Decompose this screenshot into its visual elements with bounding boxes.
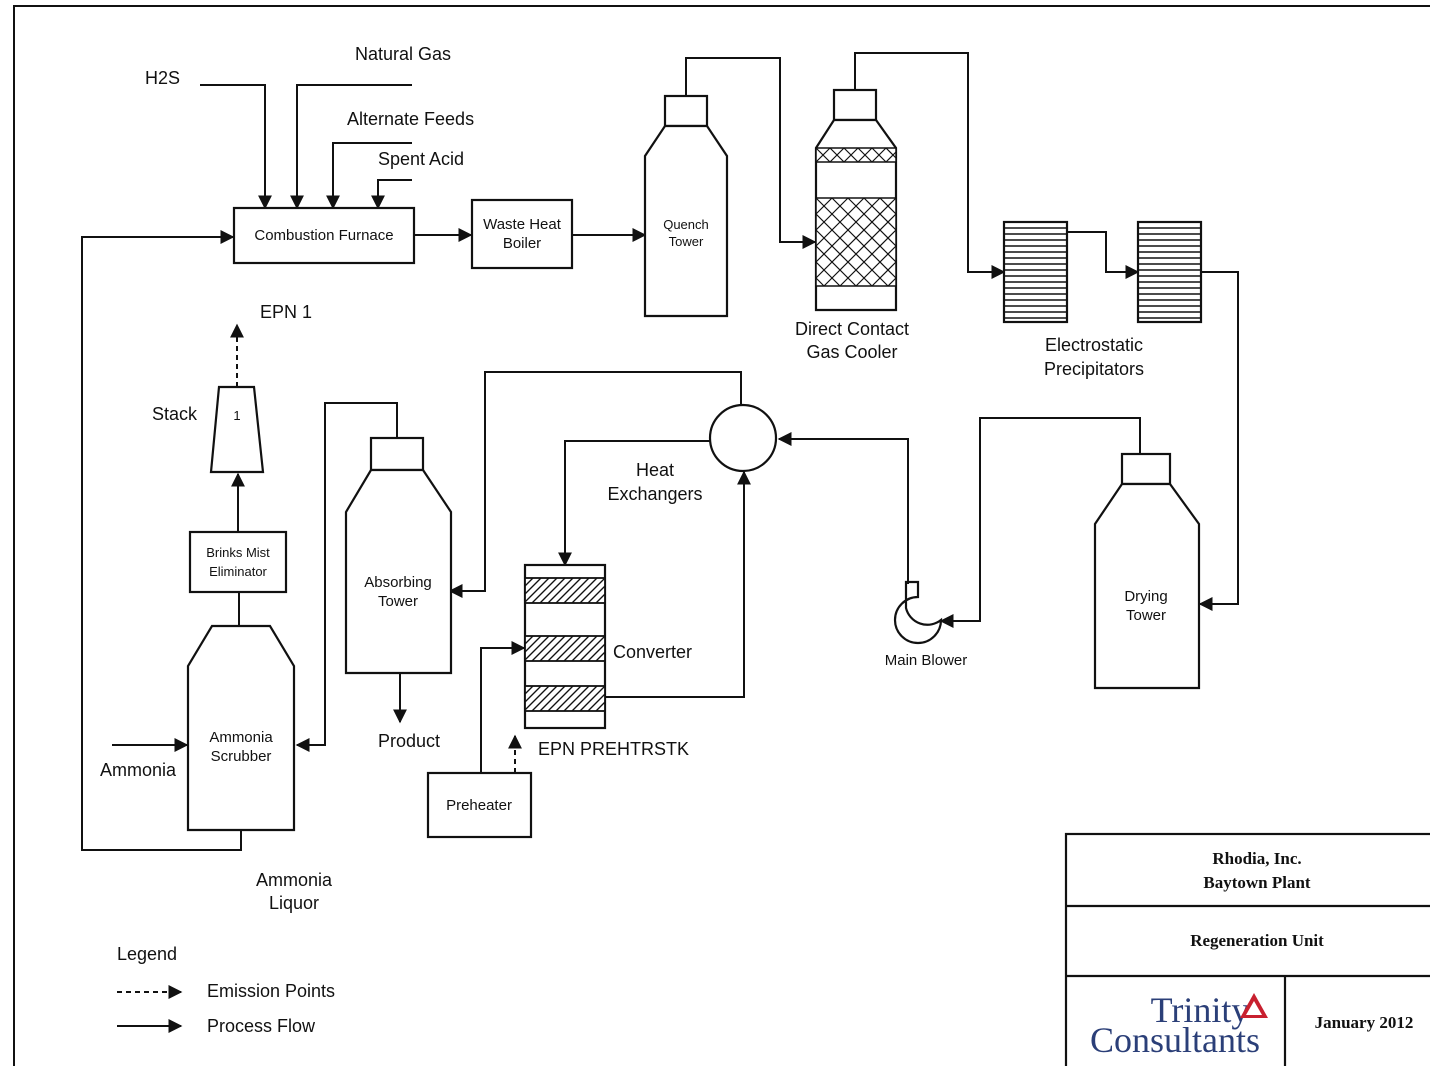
feed-lines bbox=[200, 84, 412, 210]
stack-label: Stack bbox=[152, 404, 198, 424]
ammonia-scrubber-label-1: Ammonia bbox=[209, 729, 273, 746]
stack-number-label: 1 bbox=[233, 408, 240, 423]
natural-gas-label: Natural Gas bbox=[355, 44, 451, 64]
logo-trinity: Trinity bbox=[1151, 990, 1250, 1030]
legend-emission-points-label: Emission Points bbox=[207, 981, 335, 1001]
brinks-mist-eliminator-label-2: Eliminator bbox=[209, 564, 267, 579]
electrostatic-precipitators-label-1: Electrostatic bbox=[1045, 335, 1143, 355]
quench-tower bbox=[643, 94, 729, 318]
heat-exchanger bbox=[708, 403, 778, 473]
alternate-feeds-label: Alternate Feeds bbox=[347, 109, 474, 129]
h2s-label: H2S bbox=[145, 68, 180, 88]
waste-heat-boiler-label-2: Boiler bbox=[503, 235, 541, 252]
drying-tower-label-2: Tower bbox=[1126, 607, 1166, 624]
ammonia-scrubber-label-2: Scrubber bbox=[211, 748, 272, 765]
absorbing-tower-label-1: Absorbing bbox=[364, 574, 432, 591]
waste-heat-boiler bbox=[470, 198, 574, 270]
title-block-plant: Baytown Plant bbox=[1203, 873, 1311, 892]
electrostatic-precipitators-label-2: Precipitators bbox=[1044, 359, 1144, 379]
electrostatic-precipitator-2 bbox=[1136, 220, 1203, 324]
stack bbox=[209, 385, 265, 474]
heat-exchangers-label-1: Heat bbox=[636, 460, 674, 480]
ammonia-liquor-label-2: Liquor bbox=[269, 893, 319, 913]
preheater-label: Preheater bbox=[446, 797, 512, 814]
quench-tower-label-2: Tower bbox=[669, 234, 704, 249]
title-block: Rhodia, Inc. Baytown Plant Regeneration … bbox=[1064, 832, 1430, 1066]
main-blower-label: Main Blower bbox=[885, 652, 968, 669]
absorbing-tower-label-2: Tower bbox=[378, 593, 418, 610]
product-label: Product bbox=[378, 731, 440, 751]
epn1-label: EPN 1 bbox=[260, 302, 312, 322]
heat-exchangers-label-2: Exchangers bbox=[607, 484, 702, 504]
absorbing-tower bbox=[344, 436, 453, 675]
main-blower bbox=[893, 580, 943, 645]
drying-tower bbox=[1093, 452, 1201, 690]
spent-acid-label: Spent Acid bbox=[378, 149, 464, 169]
title-block-company: Rhodia, Inc. bbox=[1212, 849, 1301, 868]
ammonia-scrubber bbox=[186, 624, 296, 832]
quench-tower-label-1: Quench bbox=[663, 217, 709, 232]
title-block-date: January 2012 bbox=[1315, 1013, 1414, 1032]
brinks-mist-eliminator bbox=[188, 530, 288, 594]
title-block-unit: Regeneration Unit bbox=[1190, 931, 1324, 950]
legend: Legend Emission Points Process Flow bbox=[117, 944, 335, 1036]
ammonia-liquor-label-1: Ammonia bbox=[256, 870, 333, 890]
converter-label: Converter bbox=[613, 642, 692, 662]
logo-consultants: Consultants bbox=[1090, 1020, 1260, 1060]
preheater bbox=[426, 771, 533, 839]
ammonia-feed-label: Ammonia bbox=[100, 760, 177, 780]
combustion-furnace-label: Combustion Furnace bbox=[254, 227, 393, 244]
electrostatic-precipitator-1 bbox=[1002, 220, 1069, 324]
direct-contact-gas-cooler bbox=[814, 88, 898, 312]
converter bbox=[523, 563, 607, 730]
waste-heat-boiler-label-1: Waste Heat bbox=[483, 216, 562, 233]
page-border bbox=[13, 5, 1430, 1066]
direct-contact-gas-cooler-label-2: Gas Cooler bbox=[806, 342, 897, 362]
drying-tower-label-1: Drying bbox=[1124, 588, 1167, 605]
legend-process-flow-label: Process Flow bbox=[207, 1016, 316, 1036]
direct-contact-gas-cooler-label-1: Direct Contact bbox=[795, 319, 909, 339]
legend-title: Legend bbox=[117, 944, 177, 964]
epn-prehtrstk-label: EPN PREHTRSTK bbox=[538, 739, 689, 759]
brinks-mist-eliminator-label-1: Brinks Mist bbox=[206, 545, 270, 560]
